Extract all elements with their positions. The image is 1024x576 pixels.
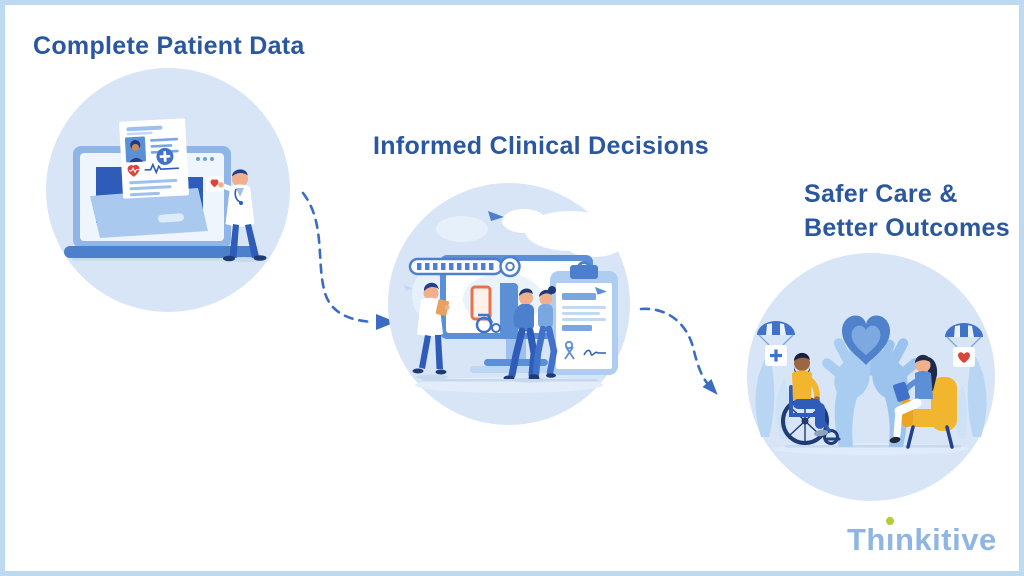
arrowhead-icon bbox=[376, 314, 396, 330]
step-title-complete-patient-data: Complete Patient Data bbox=[33, 32, 305, 60]
parachute-first-aid-icon bbox=[757, 321, 795, 366]
clinical-decisions-illustration bbox=[388, 183, 630, 425]
safer-care-illustration bbox=[747, 253, 995, 501]
patient-data-illustration bbox=[46, 68, 290, 312]
signature-icon bbox=[583, 349, 606, 356]
tablet-icon bbox=[893, 381, 910, 402]
logo-letter-i: ı bbox=[885, 517, 895, 558]
magnifier-icon bbox=[499, 255, 521, 278]
illustration-informed-clinical-decisions bbox=[388, 183, 630, 425]
logo-i-dot bbox=[886, 517, 895, 525]
step-circle-background bbox=[747, 253, 995, 501]
rx-ribbon-icon bbox=[564, 340, 575, 360]
ground-line bbox=[785, 445, 961, 448]
heart-icon bbox=[842, 315, 890, 365]
patient-record-icon bbox=[119, 118, 189, 199]
logo-text-prefix: Th bbox=[847, 522, 886, 557]
illustration-safer-care-better-outcomes bbox=[747, 253, 995, 501]
step-title-line-2: Better Outcomes bbox=[804, 214, 1010, 242]
search-progress-bar-icon bbox=[408, 255, 521, 278]
clipboard-icon bbox=[550, 261, 618, 375]
arrowhead-icon bbox=[702, 378, 718, 395]
ground-line bbox=[72, 258, 264, 261]
connector-arrow-2 bbox=[639, 307, 718, 395]
heart-rate-icon bbox=[127, 162, 179, 177]
step-title-informed-clinical-decisions: Informed Clinical Decisions bbox=[373, 132, 709, 160]
logo-text-suffix: nkitive bbox=[895, 522, 997, 557]
illustration-complete-patient-data bbox=[46, 68, 290, 312]
doctor-figure bbox=[412, 282, 450, 380]
step-title-safer-care-better-outcomes: Safer Care & Better Outcomes bbox=[804, 177, 1010, 245]
logo-i-stem: ı bbox=[885, 522, 895, 557]
nurse-in-armchair-figure bbox=[889, 354, 957, 449]
ground-line bbox=[422, 379, 598, 382]
step-title-line-1: Safer Care & bbox=[804, 180, 958, 208]
paper-plane-icon bbox=[595, 287, 607, 295]
connector-arrow-1 bbox=[301, 191, 396, 330]
wheelchair-patient-figure bbox=[781, 352, 841, 445]
medical-cross-icon bbox=[156, 147, 174, 165]
doctor-figure bbox=[218, 169, 267, 262]
heart-popup-icon bbox=[206, 176, 223, 192]
parachute-heart-box-icon bbox=[945, 323, 983, 367]
